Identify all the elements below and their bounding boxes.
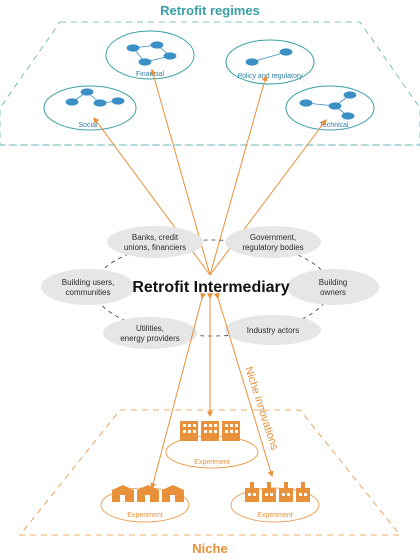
niche-innovations-label: Niche innovations xyxy=(242,365,280,452)
intermediary-label: Retrofit Intermediary xyxy=(132,279,289,296)
svg-text:communities: communities xyxy=(66,288,111,297)
experiment-bottom-left: Experiment xyxy=(100,485,190,523)
network-icon xyxy=(65,88,125,107)
svg-text:unions, financiers: unions, financiers xyxy=(124,243,186,252)
svg-text:Industry actors: Industry actors xyxy=(247,326,299,335)
actor-banks: Banks, credit unions, financiers xyxy=(107,226,203,258)
regime-label-policy: Policy and regulatory xyxy=(237,73,303,80)
regime-label-social: Social xyxy=(78,122,98,129)
experiment-bottom-right: Experiment xyxy=(230,482,320,523)
niche-title: Niche xyxy=(192,541,227,556)
regime-social: Social xyxy=(43,85,137,131)
experiment-top: Experiment xyxy=(165,421,259,469)
svg-text:Experiment: Experiment xyxy=(257,512,292,519)
network-icon xyxy=(299,91,357,120)
regime-region-outline xyxy=(0,21,420,146)
regimes-title: Retrofit regimes xyxy=(160,3,260,18)
svg-text:regulatory bodies: regulatory bodies xyxy=(242,243,303,252)
regime-technical: Technical xyxy=(285,85,375,131)
niche-arrows xyxy=(150,292,274,490)
regime-financial: Financial xyxy=(105,30,195,80)
svg-text:Experiment: Experiment xyxy=(127,512,162,519)
townhouses-icon xyxy=(245,482,310,502)
svg-text:Building: Building xyxy=(319,278,347,287)
actor-utilities: Utilities, energy providers xyxy=(103,317,197,349)
actor-industry: Industry actors xyxy=(225,315,321,345)
network-icon xyxy=(245,48,293,66)
niche-region-outline xyxy=(19,409,401,536)
actor-building-owners: Building owners xyxy=(287,269,379,305)
actor-government: Government, regulatory bodies xyxy=(225,226,321,258)
svg-text:Utilities,: Utilities, xyxy=(136,324,164,333)
actor-building-users: Building users, communities xyxy=(41,269,135,305)
regime-label-financial: Financial xyxy=(136,71,164,78)
regime-label-technical: Technical xyxy=(319,122,349,129)
houses-icon xyxy=(112,485,184,502)
svg-text:Experiment: Experiment xyxy=(194,459,229,466)
svg-text:owners: owners xyxy=(320,288,346,297)
svg-text:Banks, credit: Banks, credit xyxy=(132,233,179,242)
svg-text:Building users,: Building users, xyxy=(62,278,114,287)
svg-text:energy providers: energy providers xyxy=(120,334,180,343)
regime-policy: Policy and regulatory xyxy=(225,39,315,85)
svg-text:Government,: Government, xyxy=(250,233,296,242)
network-icon xyxy=(126,41,177,66)
